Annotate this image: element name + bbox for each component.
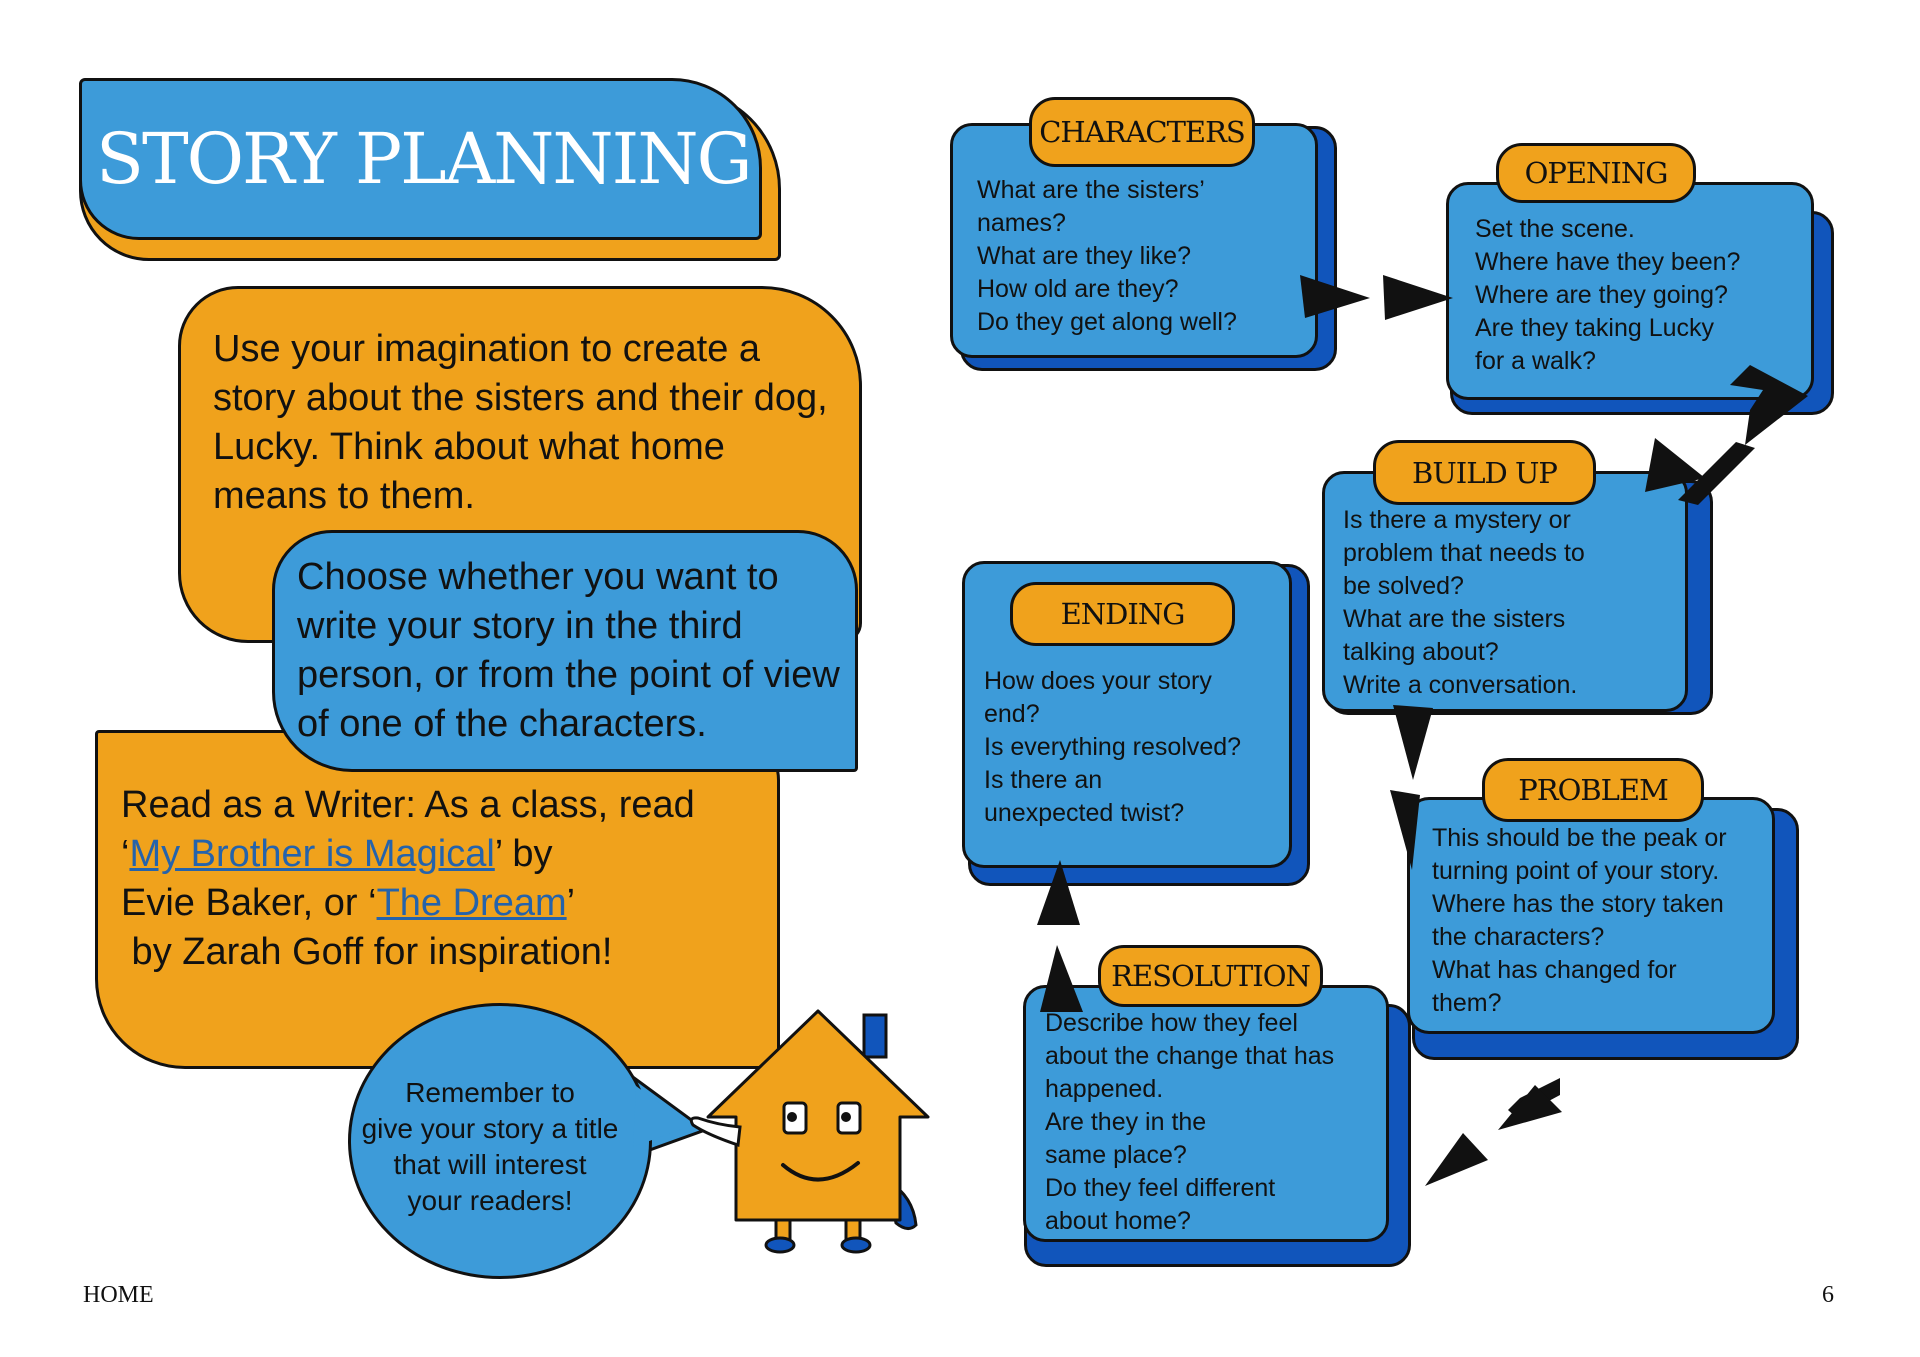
card-line: talking about? bbox=[1343, 638, 1499, 666]
card-line: How does your story bbox=[984, 667, 1212, 695]
link-my-brother-is-magical[interactable]: My Brother is Magical bbox=[129, 833, 495, 875]
card-line: Do they get along well? bbox=[977, 308, 1237, 336]
card-line: Set the scene. bbox=[1475, 215, 1635, 243]
read-as-writer-line1: Read as a Writer: As a class, read bbox=[121, 784, 695, 826]
card-line: them? bbox=[1432, 989, 1502, 1017]
card-line: What are the sisters’ bbox=[977, 176, 1205, 204]
arrow-up-icon bbox=[1040, 945, 1083, 1012]
card-line: for a walk? bbox=[1475, 347, 1596, 375]
card-resolution bbox=[1023, 985, 1389, 1242]
intro-box-point-of-view: Choose whether you want to write your st… bbox=[272, 530, 858, 772]
arrow-down-left-icon bbox=[1678, 442, 1755, 505]
tab-problem: PROBLEM bbox=[1482, 758, 1704, 822]
card-line: Describe how they feel bbox=[1045, 1009, 1298, 1037]
author-text: Evie Baker, or ‘ bbox=[121, 882, 377, 924]
arrow-down-left-icon bbox=[1645, 438, 1705, 492]
arrow-down-left-icon bbox=[1425, 1133, 1488, 1186]
tab-ending: ENDING bbox=[1010, 582, 1235, 646]
card-opening-body: Set the scene. Where have they been? Whe… bbox=[1475, 213, 1740, 378]
arrow-right-icon bbox=[1300, 275, 1370, 318]
intro-text-imagination: Use your imagination to create a story a… bbox=[213, 328, 828, 517]
card-line: end? bbox=[984, 700, 1040, 728]
intro-box-read-as-writer: Read as a Writer: As a class, read ‘My B… bbox=[95, 730, 780, 1069]
card-line: Do they feel different bbox=[1045, 1174, 1276, 1202]
card-characters-body: What are the sisters’ names? What are th… bbox=[977, 174, 1237, 339]
card-line: Is everything resolved? bbox=[984, 733, 1242, 761]
card-line: Is there an bbox=[984, 766, 1103, 794]
speech-bubble bbox=[348, 1003, 652, 1279]
card-line: about home? bbox=[1045, 1207, 1191, 1235]
page-number: 6 bbox=[1822, 1282, 1834, 1308]
tab-resolution: RESOLUTION bbox=[1098, 945, 1323, 1007]
title-banner: STORY PLANNING bbox=[79, 78, 762, 240]
card-line: Write a conversation. bbox=[1343, 671, 1578, 699]
card-line: Where are they going? bbox=[1475, 281, 1728, 309]
arrow-up-icon bbox=[1037, 860, 1080, 925]
card-line: What are they like? bbox=[977, 242, 1191, 270]
card-line: be solved? bbox=[1343, 572, 1464, 600]
card-line: This should be the peak or bbox=[1432, 824, 1727, 852]
bubble-line: give your story a title bbox=[361, 1113, 619, 1144]
page-title: STORY PLANNING bbox=[96, 118, 752, 200]
card-resolution-body: Describe how they feel about the change … bbox=[1045, 1007, 1334, 1238]
card-line: Where has the story taken bbox=[1432, 890, 1724, 918]
inspiration-text: by Zarah Goff for inspiration! bbox=[121, 931, 613, 973]
card-line: Are they in the bbox=[1045, 1108, 1207, 1136]
tab-characters: CHARACTERS bbox=[1029, 97, 1255, 167]
tab-build-up: BUILD UP bbox=[1373, 440, 1596, 505]
arrow-down-left-icon bbox=[1730, 365, 1808, 445]
card-line: Is there a mystery or bbox=[1343, 506, 1571, 534]
card-problem-body: This should be the peak or turning point… bbox=[1432, 822, 1727, 1020]
arrow-down-icon bbox=[1393, 705, 1433, 780]
bubble-line: Remember to bbox=[405, 1077, 575, 1108]
arrow-down-left-icon bbox=[1498, 1085, 1562, 1130]
arrow-right-icon bbox=[1383, 275, 1453, 320]
card-line: What has changed for bbox=[1432, 956, 1677, 984]
card-build-up-body: Is there a mystery or problem that needs… bbox=[1343, 504, 1585, 702]
by-text: ’ by bbox=[494, 833, 553, 875]
card-line: same place? bbox=[1045, 1141, 1187, 1169]
tab-opening: OPENING bbox=[1496, 143, 1696, 203]
card-line: happened. bbox=[1045, 1075, 1164, 1103]
house-mascot bbox=[689, 1009, 930, 1254]
intro-text-point-of-view: Choose whether you want to write your st… bbox=[297, 556, 840, 745]
card-line: turning point of your story. bbox=[1432, 857, 1720, 885]
quote-mark: ’ bbox=[566, 882, 576, 924]
arrow-down-icon bbox=[1390, 790, 1420, 870]
footer-home-label: HOME bbox=[83, 1282, 154, 1308]
bubble-line: that will interest bbox=[393, 1149, 587, 1180]
bubble-line: your readers! bbox=[407, 1185, 573, 1216]
card-ending-body: How does your story end? Is everything r… bbox=[984, 665, 1241, 830]
card-line: problem that needs to bbox=[1343, 539, 1585, 567]
card-line: about the change that has bbox=[1045, 1042, 1335, 1070]
card-line: Are they taking Lucky bbox=[1475, 314, 1715, 342]
link-the-dream[interactable]: The Dream bbox=[376, 882, 567, 924]
quote-mark: ‘ bbox=[121, 833, 130, 875]
card-line: the characters? bbox=[1432, 923, 1605, 951]
card-line: How old are they? bbox=[977, 275, 1179, 303]
card-line: unexpected twist? bbox=[984, 799, 1185, 827]
card-line: What are the sisters bbox=[1343, 605, 1566, 633]
card-line: Where have they been? bbox=[1475, 248, 1741, 276]
card-line: names? bbox=[977, 209, 1066, 237]
bubble-text: Remember to give your story a title that… bbox=[340, 1075, 640, 1219]
